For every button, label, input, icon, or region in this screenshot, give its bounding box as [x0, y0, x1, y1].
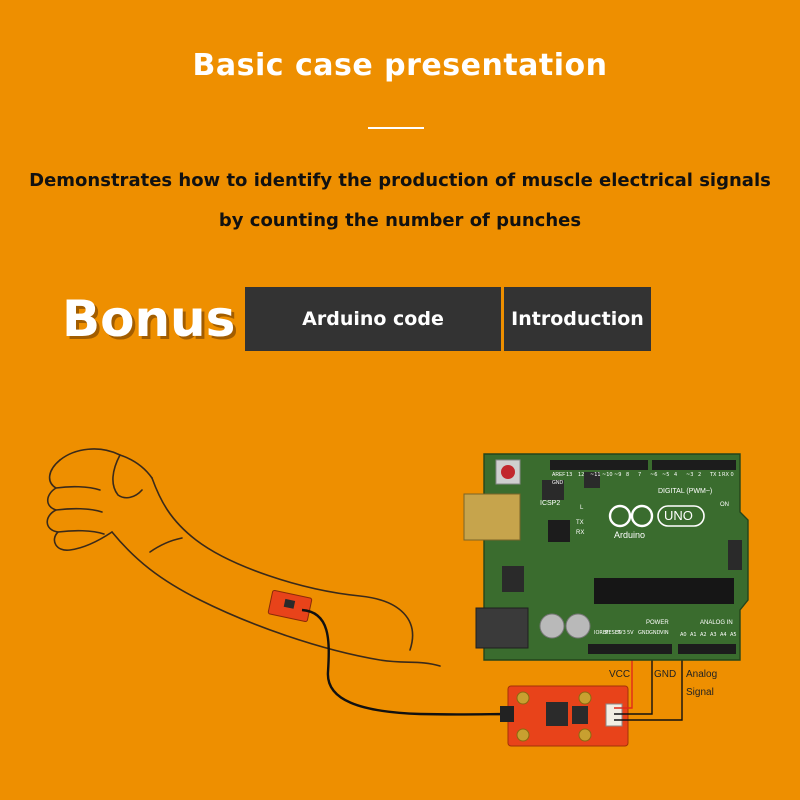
emg-module-board — [500, 685, 629, 747]
on-label: ON — [720, 502, 729, 508]
digital-pin-label: 7 — [638, 472, 642, 478]
power-pin-label: 3V3 — [616, 630, 626, 636]
analog-pin-labels: A0 A1 A2 A3 A4 A5 — [680, 632, 740, 638]
digital-pin-label: 12 — [578, 472, 585, 478]
analog-pin-label: A3 — [710, 632, 717, 638]
bonus-label: Bonus — [62, 290, 236, 348]
power-pin-label: RESET — [605, 630, 622, 636]
digital-pin-label: ~9 — [614, 472, 622, 478]
digital-pin-label: ~3 — [686, 472, 694, 478]
analog-pin-label: A0 — [680, 632, 687, 638]
digital-pin-label: 13 — [566, 472, 573, 478]
wire-label-gnd: GND — [654, 669, 677, 680]
power-pin-label: GND — [638, 630, 650, 636]
subtitle-line-2: by counting the number of punches — [218, 210, 582, 231]
digital-pin-label: RX 0 — [722, 472, 734, 478]
rx-label: RX — [576, 530, 585, 536]
title-divider — [368, 127, 424, 129]
digital-pin-label: 4 — [674, 472, 678, 478]
power-pin-label: 5V — [627, 630, 634, 636]
arm-outline-illustration — [46, 448, 441, 667]
wire-label-vcc: VCC — [609, 669, 631, 680]
digital-pin-label: ~11 — [590, 472, 601, 478]
analog-pin-label: A5 — [730, 632, 737, 638]
digital-pin-label: ~6 — [650, 472, 658, 478]
power-pin-label: IOREF — [594, 630, 609, 636]
wire-label-analog-2: Signal — [686, 687, 714, 698]
led-l-label: L — [580, 505, 584, 511]
power-pin-label: VIN — [660, 630, 669, 636]
analog-pin-label: A4 — [720, 632, 727, 638]
analog-pin-label: A2 — [700, 632, 707, 638]
digital-pin-label: ~10 — [602, 472, 613, 478]
tx-label: TX — [576, 520, 584, 526]
tab-arduino-code[interactable]: Arduino code — [245, 287, 501, 351]
digital-pin-label: TX 1 — [710, 472, 722, 478]
arduino-uno-board — [463, 453, 749, 661]
digital-pin-labels: 13 12 ~11 ~10 ~9 8 7 ~6 ~5 4 ~3 2 TX 1 R… — [566, 472, 734, 478]
gnd-pin-label: GND — [552, 480, 564, 486]
sensor-cable — [301, 608, 509, 716]
tab-introduction[interactable]: Introduction — [504, 287, 651, 351]
icsp-label: ICSP2 — [540, 500, 561, 507]
digital-header-label: DIGITAL (PWM~) — [658, 488, 713, 495]
digital-pin-label: 2 — [698, 472, 702, 478]
wire-label-analog-1: Analog — [686, 669, 718, 680]
analog-header-label: ANALOG IN — [700, 620, 733, 626]
power-pin-label: GND — [649, 630, 661, 636]
board-brand-label: Arduino — [614, 530, 646, 540]
page-title: Basic case presentation — [192, 48, 608, 83]
digital-pin-label: ~5 — [662, 472, 670, 478]
power-pin-labels: IOREF RESET 3V3 5V GND GND VIN — [594, 630, 671, 636]
power-header-label: POWER — [646, 620, 669, 626]
emg-electrode-pad — [267, 589, 313, 623]
connection-wires — [614, 650, 683, 721]
arduino-logo-icon — [608, 504, 654, 528]
aref-label: AREF — [552, 472, 566, 478]
board-model-label: UNO — [664, 508, 693, 523]
analog-pin-label: A1 — [690, 632, 697, 638]
digital-pin-label: 8 — [626, 472, 630, 478]
subtitle-line-1: Demonstrates how to identify the product… — [29, 170, 771, 191]
